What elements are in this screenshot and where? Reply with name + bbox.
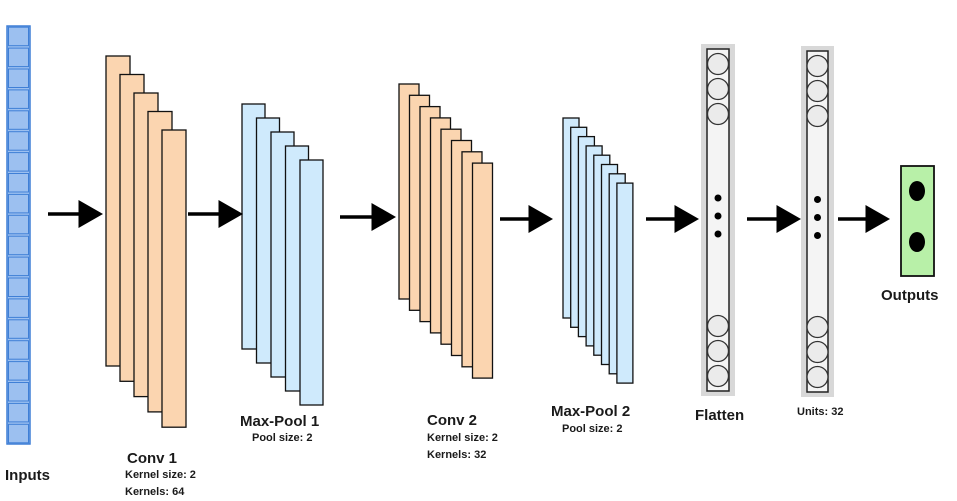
input-cell bbox=[8, 193, 29, 214]
inputs-label: Inputs bbox=[5, 467, 50, 484]
input-cell bbox=[8, 26, 29, 47]
neuron bbox=[806, 365, 829, 389]
ellipsis-dot bbox=[714, 230, 722, 238]
flatten-label: Flatten bbox=[695, 407, 744, 424]
outputs-label: Outputs bbox=[881, 287, 939, 304]
maxpool1-pool-size: Pool size: 2 bbox=[252, 432, 313, 444]
conv2-kernel-size: Kernel size: 2 bbox=[427, 432, 498, 444]
maxpool1-feature-maps bbox=[241, 103, 324, 406]
input-cell bbox=[8, 256, 29, 277]
output-layer bbox=[900, 165, 935, 277]
conv1-title: Conv 1 bbox=[127, 450, 177, 467]
input-cell bbox=[8, 340, 29, 360]
input-cell bbox=[8, 110, 29, 130]
dense-column-frame bbox=[806, 50, 829, 393]
output-neuron bbox=[909, 181, 925, 201]
flatten-layer bbox=[701, 44, 735, 396]
neuron bbox=[706, 339, 730, 363]
neuron bbox=[706, 77, 730, 101]
input-cell bbox=[8, 131, 29, 151]
input-column bbox=[6, 25, 31, 445]
input-cell bbox=[8, 152, 29, 172]
input-cell bbox=[8, 235, 29, 256]
input-cell bbox=[8, 173, 29, 193]
ellipsis-dot bbox=[714, 194, 722, 202]
neuron bbox=[806, 340, 829, 364]
input-cell bbox=[8, 319, 29, 339]
dense-layer bbox=[801, 46, 834, 397]
input-cell bbox=[8, 214, 29, 235]
ellipsis-dot bbox=[814, 214, 821, 221]
conv1-kernel-size: Kernel size: 2 bbox=[125, 469, 196, 481]
ellipsis-dot bbox=[814, 196, 821, 203]
neuron bbox=[706, 102, 730, 126]
input-cell bbox=[8, 402, 29, 423]
maxpool1-title: Max-Pool 1 bbox=[240, 413, 319, 430]
neuron bbox=[806, 79, 829, 103]
neuron bbox=[706, 52, 730, 76]
conv1-feature-maps bbox=[105, 55, 187, 428]
maxpool2-feature-map bbox=[616, 182, 634, 384]
neuron bbox=[806, 104, 829, 128]
input-cell bbox=[8, 47, 29, 68]
maxpool2-pool-size: Pool size: 2 bbox=[562, 423, 623, 435]
flow-arrows bbox=[48, 200, 890, 233]
neuron bbox=[806, 54, 829, 78]
conv1-kernels: Kernels: 64 bbox=[125, 486, 185, 498]
conv1-feature-map bbox=[161, 129, 187, 428]
neuron bbox=[806, 315, 829, 339]
output-box-frame bbox=[900, 165, 935, 277]
dense-units-label: Units: 32 bbox=[797, 406, 843, 418]
input-cell bbox=[8, 89, 29, 109]
neuron bbox=[706, 314, 730, 338]
maxpool2-feature-maps bbox=[562, 117, 634, 384]
input-cell bbox=[8, 68, 29, 88]
input-cell bbox=[8, 423, 29, 444]
neuron bbox=[706, 364, 730, 388]
maxpool1-feature-map bbox=[299, 159, 324, 406]
conv2-feature-maps bbox=[398, 83, 494, 379]
input-layer bbox=[6, 25, 31, 445]
input-cell bbox=[8, 298, 29, 318]
ellipsis-dot bbox=[814, 232, 821, 239]
input-cell bbox=[8, 277, 29, 297]
flatten-column-frame bbox=[706, 48, 730, 392]
ellipsis-dot bbox=[714, 212, 722, 220]
conv2-title: Conv 2 bbox=[427, 412, 477, 429]
input-cell bbox=[8, 361, 29, 381]
conv2-feature-map bbox=[471, 162, 494, 379]
input-cell bbox=[8, 382, 29, 402]
conv2-kernels: Kernels: 32 bbox=[427, 449, 486, 461]
output-neuron bbox=[909, 232, 925, 252]
maxpool2-title: Max-Pool 2 bbox=[551, 403, 630, 420]
